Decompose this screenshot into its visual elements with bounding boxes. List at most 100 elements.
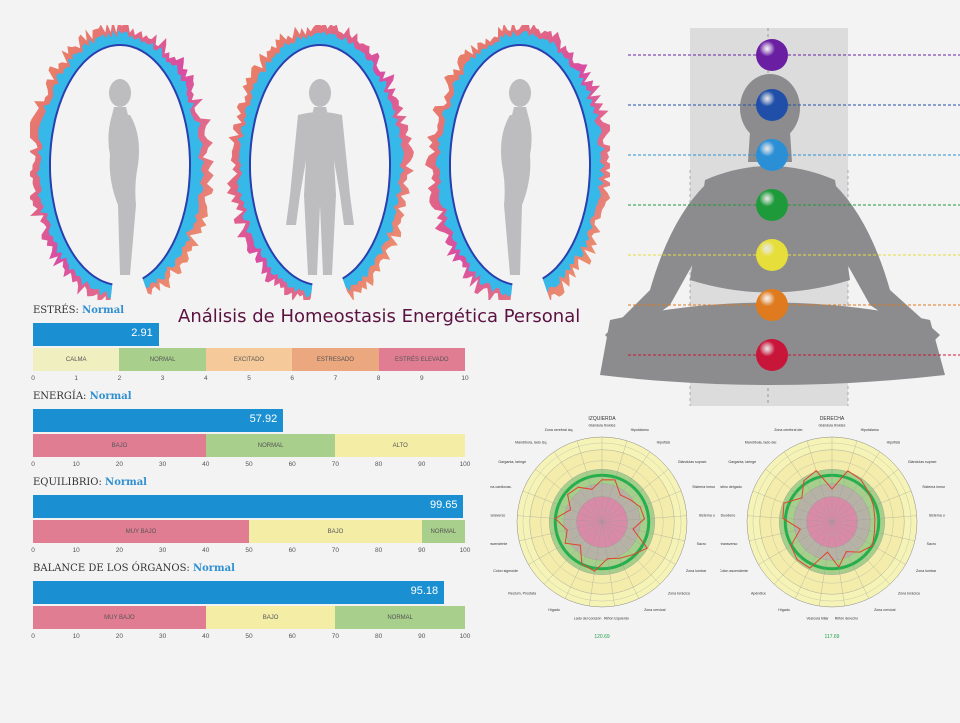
aura-figure-2 [226, 25, 414, 300]
chakra-ball [756, 39, 788, 71]
radar-category-label: Hipotálamo [631, 428, 649, 432]
gauge-tick-label: 30 [158, 547, 167, 554]
radar-category-label: Colon sigmoide [493, 569, 518, 573]
gauge-title: BALANCE DE LOS ÓRGANOS: [33, 563, 193, 574]
radar-category-label: Sacro [697, 542, 706, 546]
gauge-zone: BAJO [205, 606, 336, 629]
radar-category-label: Hígado [548, 608, 560, 612]
chakra-ball [756, 239, 788, 271]
radar-category-label: Riñón izquierdo [604, 616, 629, 620]
gauge-status: Normal [105, 477, 147, 488]
page-title: Análisis de Homeostasis Energética Perso… [178, 306, 581, 327]
radar-category-label: Zona torácica [898, 592, 920, 596]
radar-category-label: Sacro [927, 542, 936, 546]
gauge-tick-label: 80 [374, 633, 383, 640]
gauge-tick-label: 60 [288, 461, 296, 468]
radar-category-label: Zona cervical [644, 608, 666, 612]
radar-category-label: Glándulas suprarr. [908, 460, 937, 464]
gauge-tick-label: 90 [418, 461, 426, 468]
radar-category-label: Duodeno [721, 513, 736, 517]
gauge-tick-label: 70 [331, 461, 340, 468]
radar-category-label: Colon ascendente [720, 569, 748, 573]
radar-category-label: Riñón derecho [835, 616, 858, 620]
radar-right: DERECHA Glándula tiroidesHipotálamoHipófi… [720, 416, 945, 640]
gauge-label: ENERGÍA: Normal [33, 391, 132, 402]
gauge-zone: ALTO [335, 434, 465, 457]
gauge-zone: BAJO [249, 520, 422, 543]
gauge-value-bar: 99.65 [33, 495, 464, 518]
gauge-status: Normal [192, 563, 235, 574]
gauge-tick-label: 0 [31, 547, 35, 554]
gauge-tick-label: 100 [459, 547, 471, 554]
radar-category-label: Zona cerebral der. [774, 428, 803, 432]
radar-category-label: Apéndice [751, 592, 766, 596]
gauge-tick-label: 30 [158, 633, 167, 640]
gauge-tick-label: 20 [115, 461, 124, 468]
gauge-tick-label: 90 [418, 633, 426, 640]
radar-category-label: Hígado [778, 608, 790, 612]
gauge-tick-label: 7 [333, 375, 338, 382]
gauge-tick-label: 40 [202, 461, 210, 468]
gauge-label: ESTRÉS: Normal [33, 305, 124, 316]
gauge-tick-label: 100 [459, 633, 471, 640]
gauge-tick-label: 6 [290, 375, 294, 382]
gauge-tick-label: 30 [158, 461, 167, 468]
gauge-tick-label: 40 [202, 547, 210, 554]
gauge-tick-label: 0 [31, 375, 35, 382]
radar-category-label: Sistema inmune [922, 485, 945, 489]
radar-category-label: Colon transverso [720, 542, 737, 546]
gauge-tick-label: 10 [72, 461, 80, 468]
gauge-title: EQUILIBRIO: [33, 477, 106, 488]
gauge-title: ENERGÍA: [33, 391, 90, 402]
radar-category-label: Glándula tiroides [819, 424, 846, 428]
gauge-tick-label: 70 [331, 633, 340, 640]
gauge-tick-label: 50 [245, 461, 253, 468]
radar-category-label: Zona torácica [668, 592, 690, 596]
radar-category-label: Hipotálamo [861, 428, 879, 432]
radar-category-label: Zona lumbar [686, 569, 707, 573]
gauge-tick-label: 4 [203, 375, 208, 382]
gauge-value-text: 99.65 [429, 499, 458, 511]
chakra-ball [756, 289, 788, 321]
gauge-tick-label: 60 [288, 547, 296, 554]
radar-category-label: Hipófisis [887, 440, 901, 444]
gauge-status: Normal [82, 305, 125, 316]
radar-title: IZQUIERDA [588, 416, 616, 422]
gauge-zone: NORMAL [205, 434, 336, 457]
gauge-value-bar: 95.18 [33, 581, 445, 604]
gauge-tick-label: 3 [160, 375, 165, 382]
chakra-figure [600, 28, 960, 406]
gauge-tick-label: 80 [374, 547, 383, 554]
gauge-zone: NORMAL [421, 520, 465, 543]
chakra-ball [756, 89, 788, 121]
radar-category-label: Colon transverso [490, 513, 505, 517]
radar-title: DERECHA [820, 416, 845, 422]
gauge-zone: CALMA [33, 348, 120, 371]
gauge-tick-label: 50 [245, 633, 253, 640]
gauge-value-bar: 57.92 [33, 409, 284, 432]
radar-category-label: Hipófisis [657, 440, 671, 444]
radar-category-label: Sistema inmune [692, 485, 715, 489]
gauge-tick-label: 20 [115, 633, 124, 640]
gauge-tick-label: 40 [202, 633, 210, 640]
radar-category-label: Sistema urogenital [929, 513, 945, 517]
gauge-label: BALANCE DE LOS ÓRGANOS: Normal [33, 563, 235, 574]
radar-category-label: Garganta, laringe [728, 460, 756, 464]
gauge-tick-label: 2 [117, 375, 122, 382]
radar-category-label: Zona cerebral izq. [545, 428, 574, 432]
gauge-tick-label: 10 [72, 633, 80, 640]
radar-category-label: Glándulas suprarr. [678, 460, 707, 464]
gauge-tick-label: 10 [461, 375, 469, 382]
radar-category-label: Sistema cardiovas. [490, 485, 512, 489]
gauge-tick-label: 5 [247, 375, 251, 382]
gauge-tick-label: 0 [31, 633, 35, 640]
gauge-status: Normal [89, 391, 132, 402]
gauge-tick-label: 80 [374, 461, 383, 468]
gauge-zone: ESTRÉS ELEVADO [378, 348, 465, 371]
radar-category-label: Garganta, laringe [498, 460, 526, 464]
gauge-tick-label: 9 [419, 375, 424, 382]
radar-category-label: Zona cervical [874, 608, 896, 612]
gauge-zone: NORMAL [335, 606, 465, 629]
